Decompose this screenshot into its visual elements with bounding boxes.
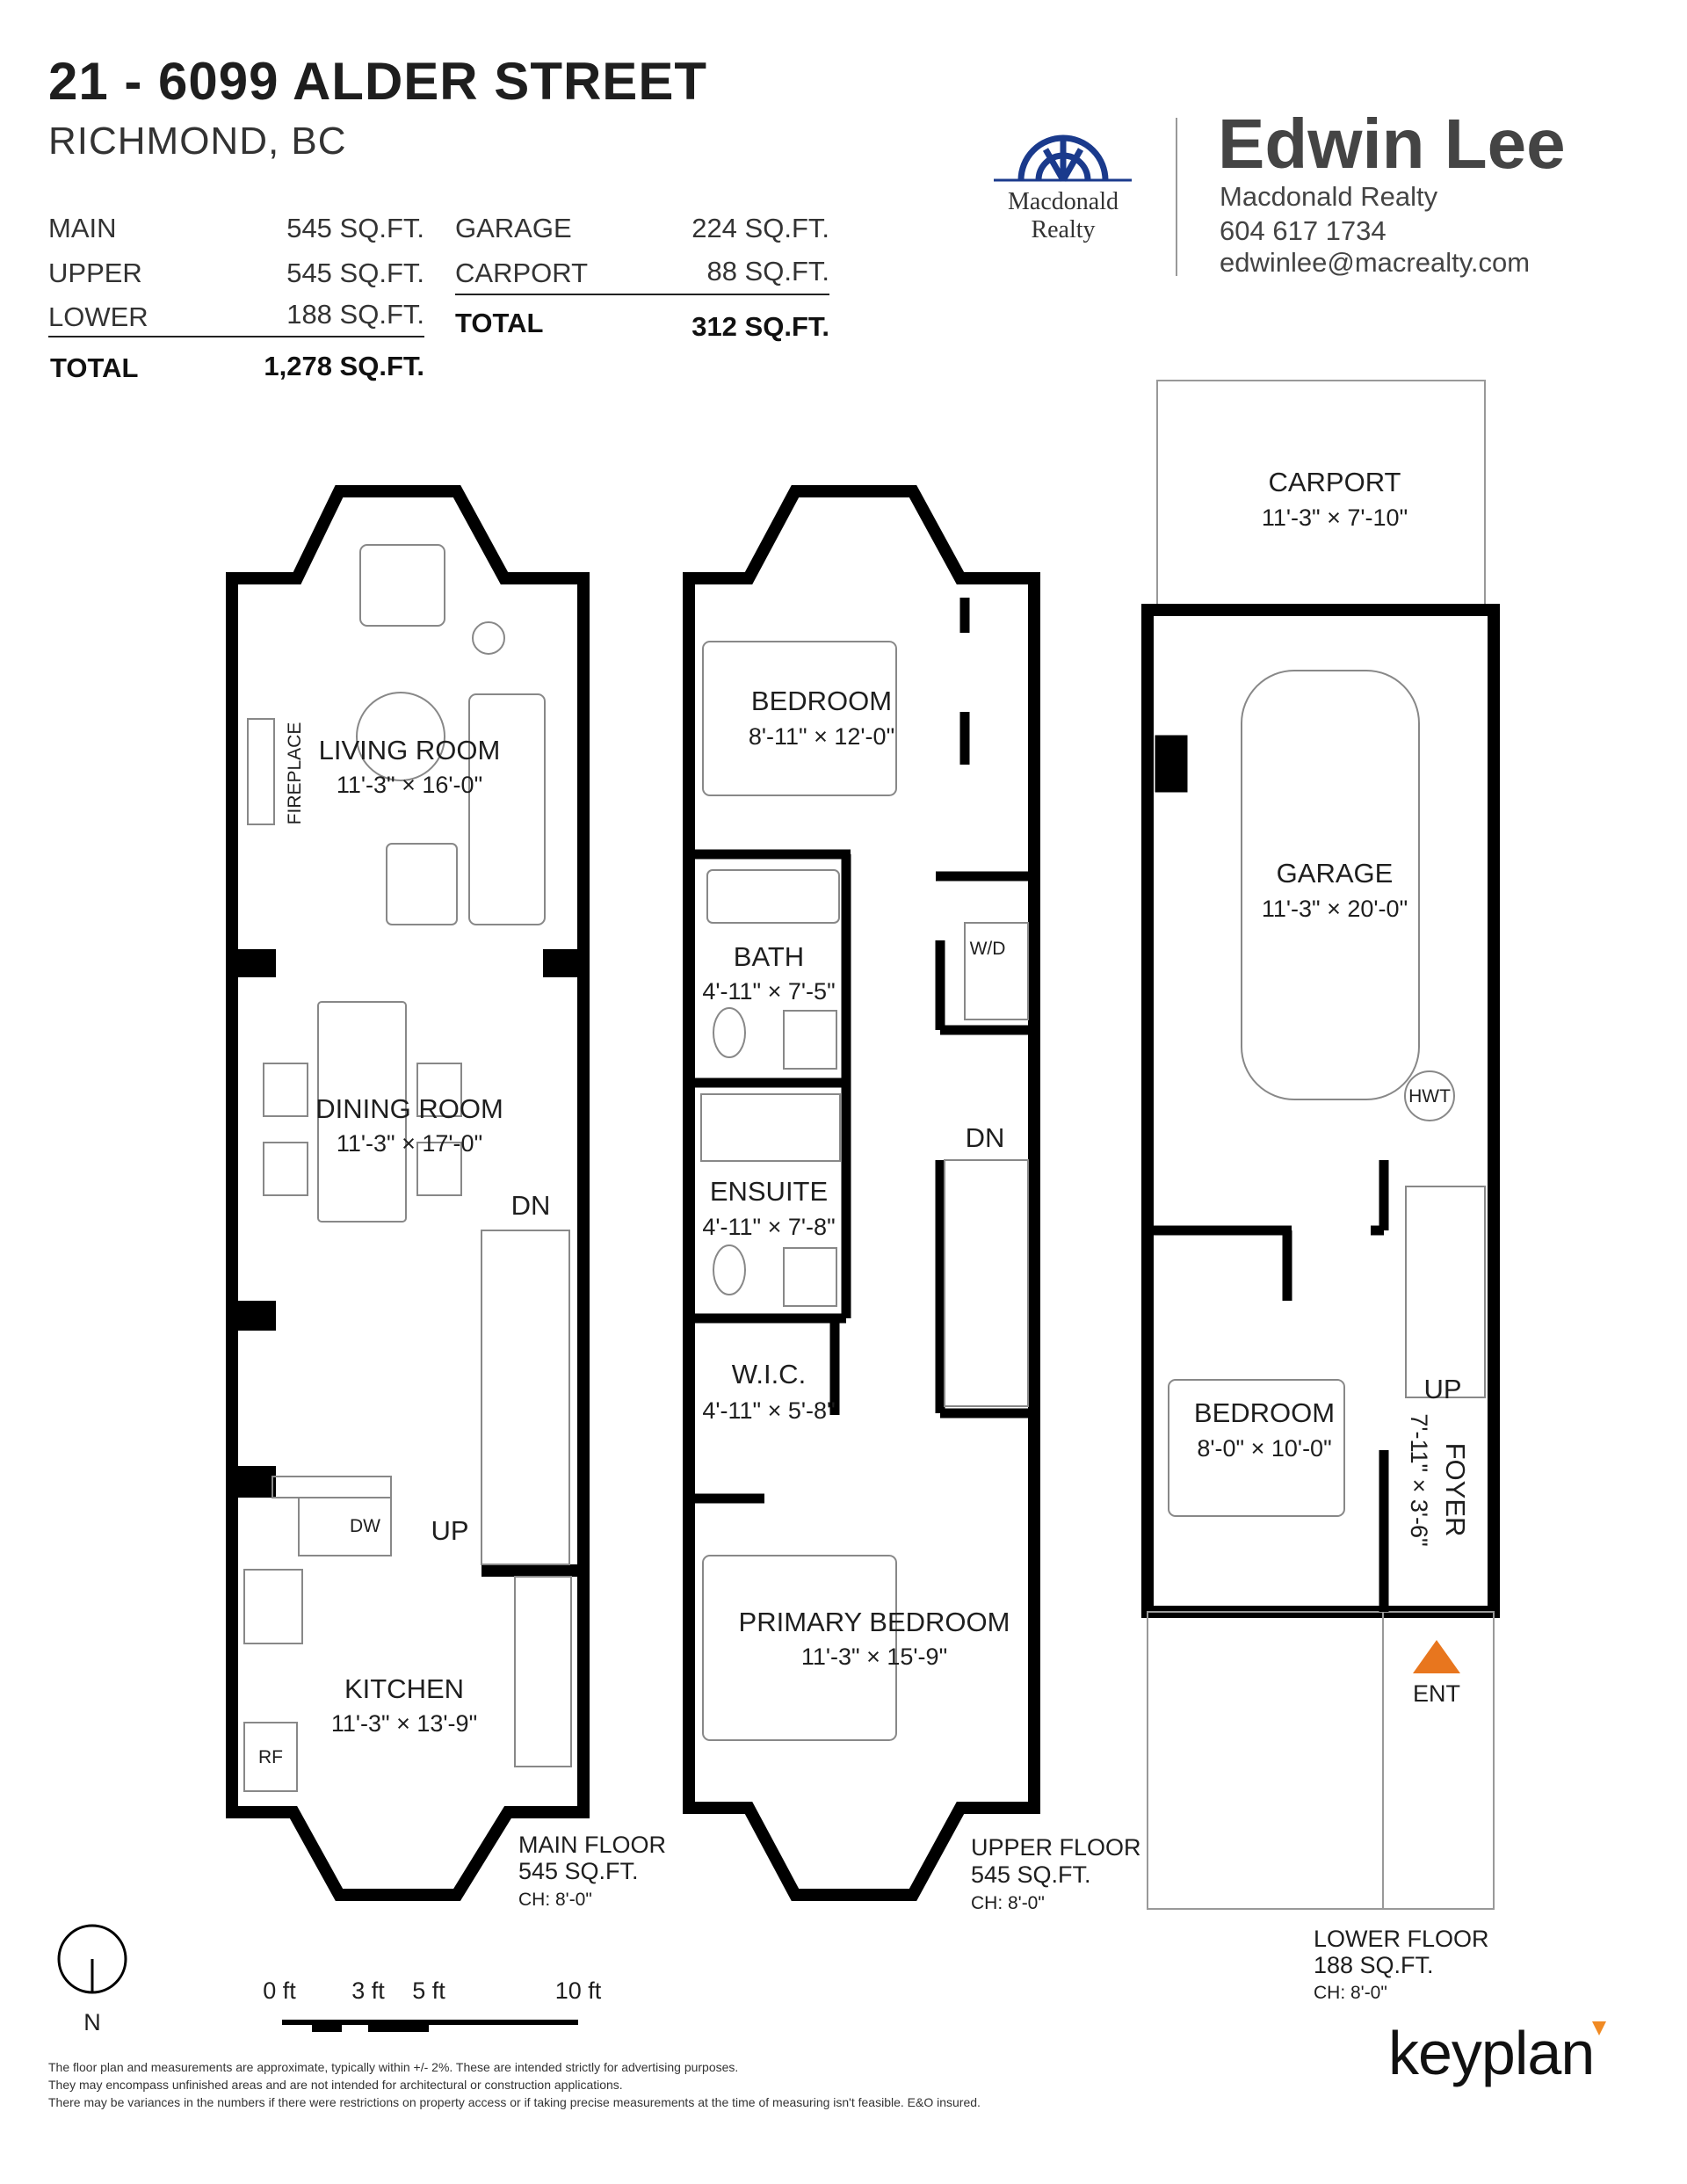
area-lower-value: 188 SQ.FT. <box>286 299 424 330</box>
area-upper-label: UPPER <box>48 258 142 288</box>
agent-email[interactable]: edwinlee@macrealty.com <box>1220 247 1531 278</box>
area-total-value: 1,278 SQ.FT. <box>264 351 424 381</box>
lower-floor-area: 188 SQ.FT. <box>1314 1952 1434 1978</box>
upper-stairs <box>944 1159 1029 1407</box>
disclaimer-line: The floor plan and measurements are appr… <box>48 2060 739 2074</box>
keyplan-flame-icon <box>1592 2021 1606 2035</box>
hwt-label: HWT <box>1408 1086 1451 1107</box>
entrance-arrow-icon <box>1413 1640 1460 1673</box>
area-total2-value: 312 SQ.FT. <box>691 311 829 342</box>
compass-north-label: N <box>83 2009 101 2035</box>
dining-room-dims: 11'-3" × 17'-0" <box>337 1130 482 1157</box>
area-upper-value: 545 SQ.FT. <box>286 258 424 288</box>
keyplan-logo: keyplan <box>1388 2019 1595 2087</box>
dining-room-label: DINING ROOM <box>315 1093 503 1124</box>
lower-floor-title: LOWER FLOOR <box>1314 1926 1489 1952</box>
entrance-label: ENT <box>1413 1680 1460 1707</box>
disclaimer-line: There may be variances in the numbers if… <box>48 2095 981 2109</box>
living-room-dims: 11'-3" × 16'-0" <box>337 772 482 798</box>
upper-floor-plan: BEDROOM 8'-11" × 12'-0" BATH 4'-11" × 7'… <box>683 485 1141 1913</box>
wic-dims: 4'-11" × 5'-8" <box>702 1397 835 1424</box>
foyer-dims: 7'-11" × 3'-6" <box>1406 1413 1432 1546</box>
ensuite-label: ENSUITE <box>710 1176 828 1207</box>
scale-tick-label: 3 ft <box>351 1977 385 2004</box>
bedroom-label: BEDROOM <box>751 686 892 716</box>
carport-label: CARPORT <box>1268 467 1401 497</box>
upper-interior-walls <box>689 598 1034 1504</box>
bath-label: BATH <box>734 941 804 972</box>
upper-floor-area: 545 SQ.FT. <box>971 1861 1091 1888</box>
washer-dryer-label: W/D <box>970 939 1006 959</box>
upper-floor-ceiling: CH: 8'-0" <box>971 1893 1045 1913</box>
lower-floor-plan: CARPORT 11'-3" × 7'-10" GARAGE 11'-3" × … <box>1141 380 1500 2003</box>
scale-tick-label: 10 ft <box>555 1977 602 2004</box>
north-compass: N <box>57 1924 127 2035</box>
upper-furniture <box>700 641 1029 1741</box>
hwt-icon <box>1404 1070 1455 1121</box>
washer-dryer <box>964 922 1029 1020</box>
lower-bedroom-dims: 8'-0" × 10'-0" <box>1197 1435 1331 1462</box>
area-carport-value: 88 SQ.FT. <box>706 256 829 287</box>
main-floor-area: 545 SQ.FT. <box>518 1858 639 1884</box>
garage-label: GARAGE <box>1277 858 1394 889</box>
disclaimer-line: They may encompass unfinished areas and … <box>48 2078 623 2092</box>
agent-company: Macdonald Realty <box>1220 181 1438 212</box>
upper-floor-walls <box>683 485 1040 1901</box>
lower-interior-walls <box>1148 735 1389 1612</box>
area-main-value: 545 SQ.FT. <box>286 213 424 243</box>
main-floor-title: MAIN FLOOR <box>518 1832 666 1858</box>
lower-bedroom-label: BEDROOM <box>1194 1397 1335 1428</box>
main-stairs <box>481 1230 570 1565</box>
primary-bedroom-label: PRIMARY BEDROOM <box>739 1607 1010 1637</box>
fireplace-icon <box>247 718 275 825</box>
area-total-label: TOTAL <box>50 352 139 383</box>
bedroom-dims: 8'-11" × 12'-0" <box>749 723 894 750</box>
lower-floor-ceiling: CH: 8'-0" <box>1314 1983 1387 2003</box>
lower-furniture <box>1168 670 1486 1517</box>
area-total2-label: TOTAL <box>455 308 544 338</box>
scale-tick-label: 0 ft <box>263 1977 296 2004</box>
main-floor-ceiling: CH: 8'-0" <box>518 1890 592 1910</box>
main-floor-walls <box>226 485 590 1901</box>
living-room-label: LIVING ROOM <box>319 735 501 765</box>
wic-label: W.I.C. <box>732 1359 806 1389</box>
primary-bedroom-dims: 11'-3" × 15'-9" <box>801 1643 947 1670</box>
stairs-up-label: UP <box>1423 1374 1461 1404</box>
stairs-dn-label: DN <box>511 1190 551 1221</box>
lower-stairs <box>1405 1186 1486 1398</box>
stairs-dn-label: DN <box>966 1122 1005 1153</box>
listing-city: RICHMOND, BC <box>48 120 347 163</box>
upper-floor-title: UPPER FLOOR <box>971 1834 1141 1861</box>
stairs-up-label: UP <box>431 1515 468 1546</box>
agent-name: Edwin Lee <box>1218 105 1566 183</box>
divider <box>1176 118 1177 276</box>
ensuite-dims: 4'-11" × 7'-8" <box>702 1214 835 1240</box>
main-furniture <box>243 544 572 1792</box>
area-garage-value: 224 SQ.FT. <box>691 213 829 243</box>
kitchen-dims: 11'-3" × 13'-9" <box>331 1710 477 1737</box>
area-main-label: MAIN <box>48 213 117 243</box>
garage-dims: 11'-3" × 20'-0" <box>1262 896 1408 922</box>
fireplace-label: FIREPLACE <box>285 722 305 825</box>
main-floor-plan: LIVING ROOM 11'-3" × 16'-0" FIREPLACE DI… <box>226 485 666 1910</box>
wall-pillars <box>232 949 583 1577</box>
kitchen-label: KITCHEN <box>344 1673 464 1704</box>
scale-tick-label: 5 ft <box>412 1977 445 2004</box>
agent-phone[interactable]: 604 617 1734 <box>1220 215 1387 246</box>
car-icon <box>1241 670 1420 1100</box>
foyer-label: FOYER <box>1440 1443 1471 1537</box>
divider <box>455 294 829 295</box>
divider <box>48 336 424 337</box>
scale-bar: 0 ft 3 ft 5 ft 10 ft <box>263 1977 602 2032</box>
fridge-label: RF <box>258 1747 283 1767</box>
area-garage-label: GARAGE <box>455 213 572 243</box>
area-lower-label: LOWER <box>48 301 148 332</box>
entry-outline <box>1147 1611 1495 1910</box>
listing-address: 21 - 6099 ALDER STREET <box>48 52 707 111</box>
bath-dims: 4'-11" × 7'-5" <box>702 978 835 1005</box>
area-carport-label: CARPORT <box>455 258 589 288</box>
dishwasher-label: DW <box>350 1516 380 1536</box>
carport-dims: 11'-3" × 7'-10" <box>1262 504 1408 531</box>
